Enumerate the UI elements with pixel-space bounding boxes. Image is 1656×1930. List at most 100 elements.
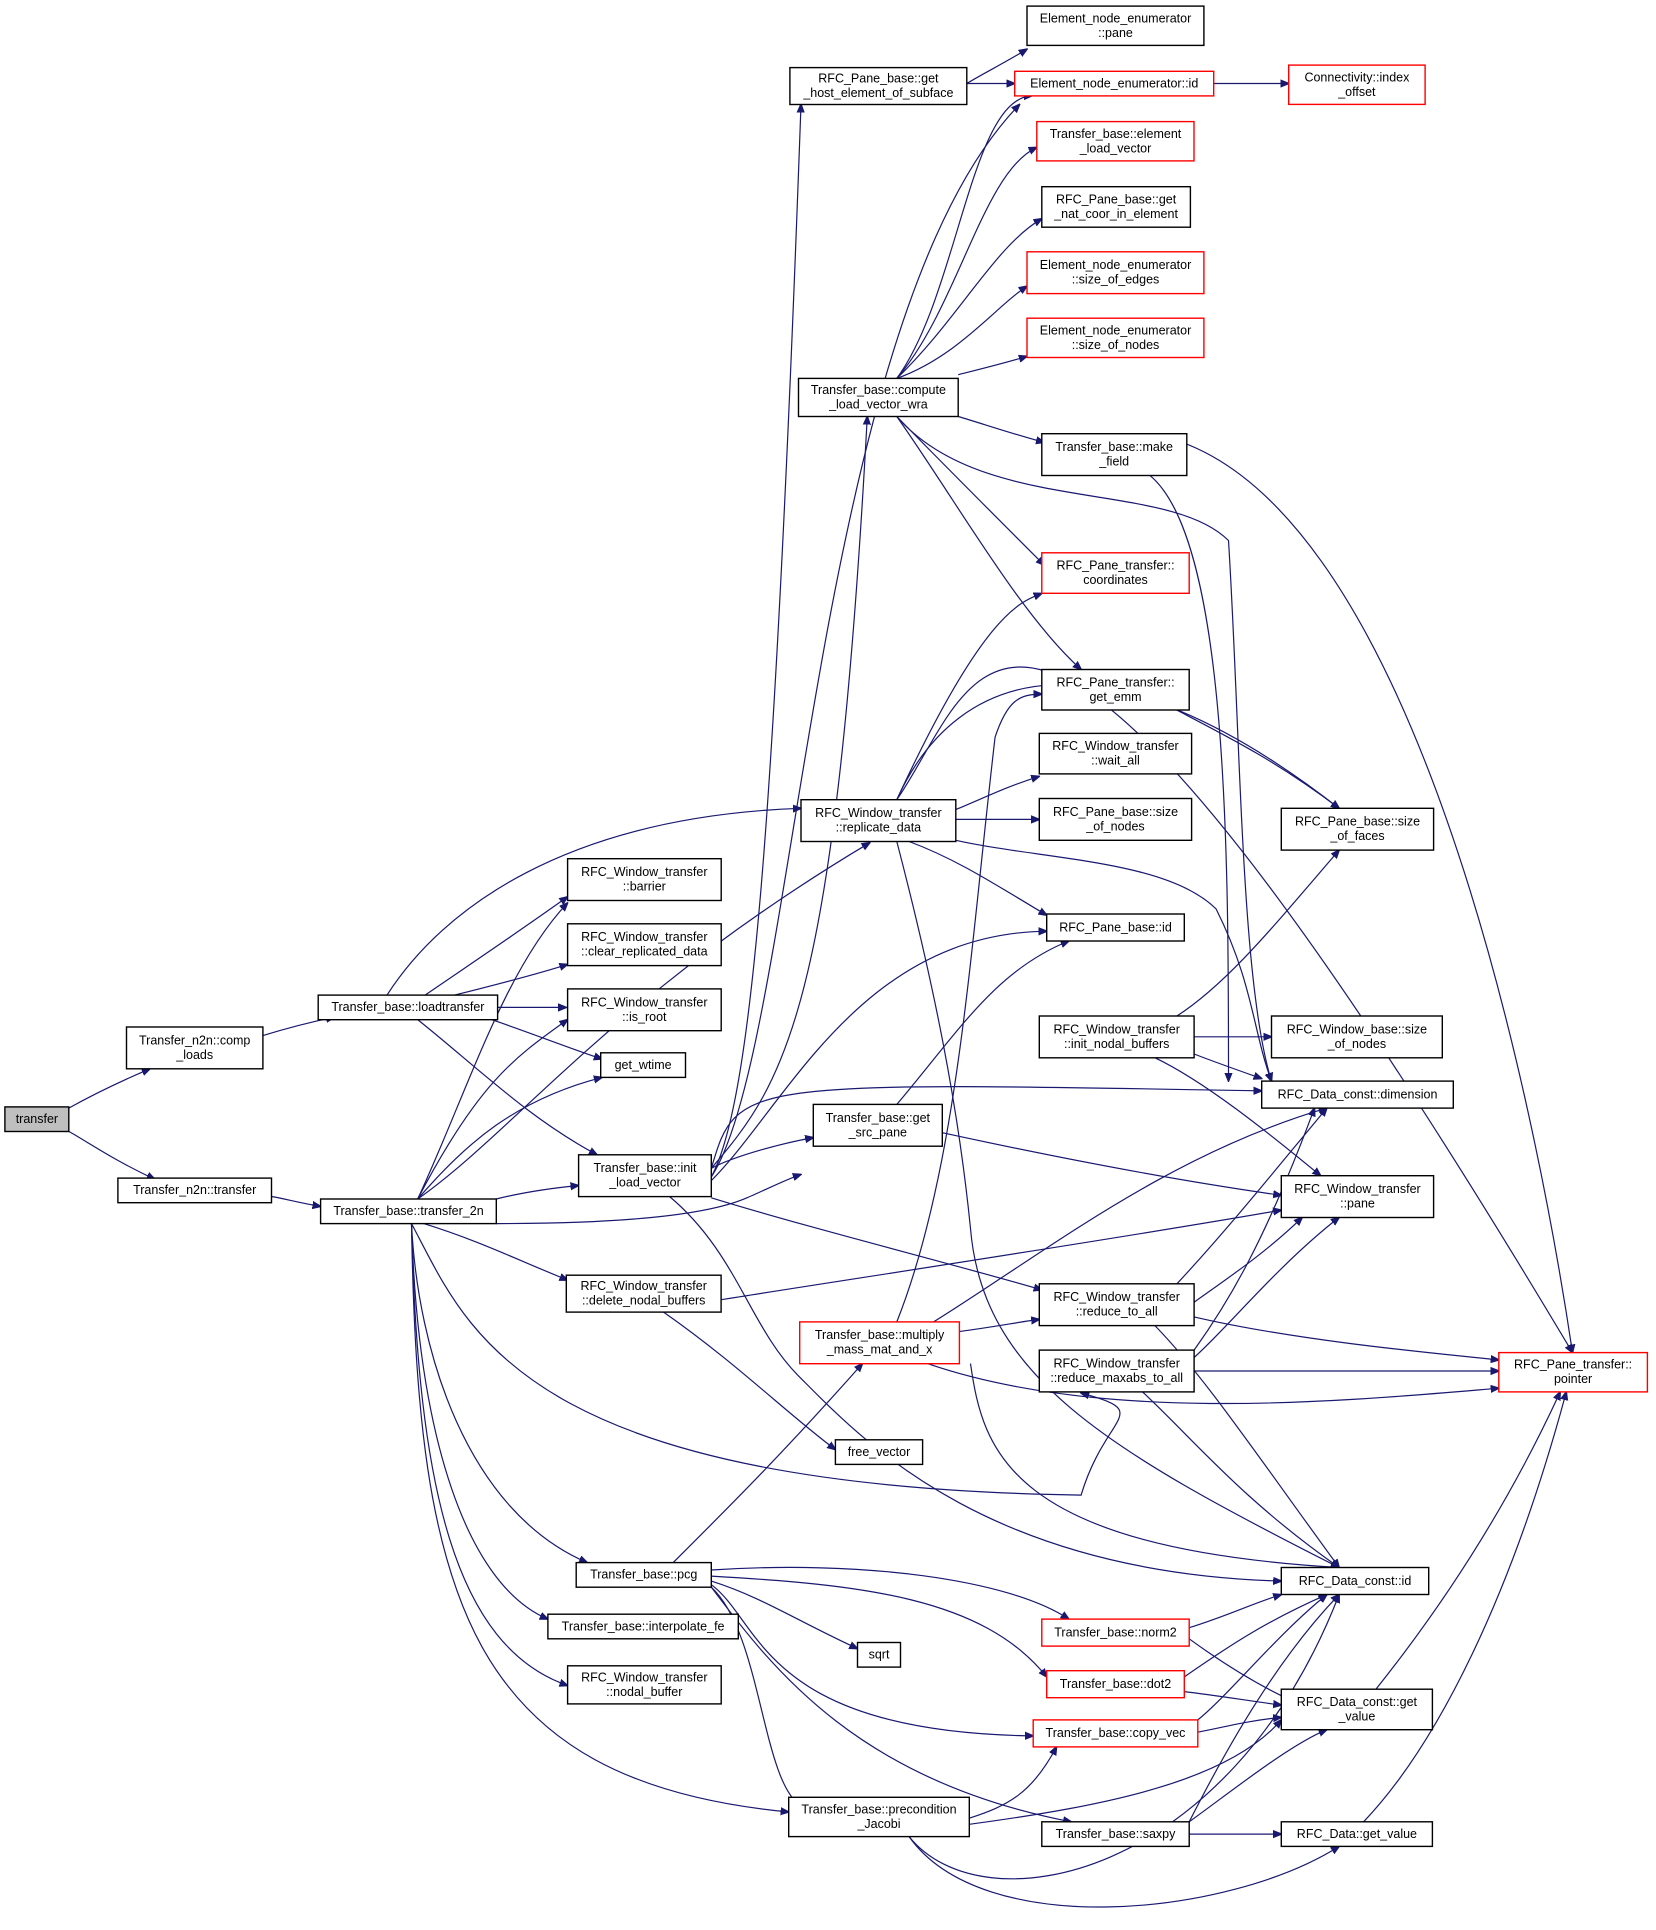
call-edge — [1176, 1108, 1327, 1285]
node-label: Transfer_base::element — [1050, 127, 1182, 141]
node-box — [1026, 5, 1205, 47]
node-compute-load[interactable]: Transfer_base::compute_load_vector_wra — [797, 377, 959, 418]
node-copy-vec[interactable]: Transfer_base::copy_vec — [1032, 1719, 1199, 1748]
call-edge — [672, 1364, 862, 1564]
node-box — [117, 1177, 273, 1204]
node-reduce-to-all[interactable]: RFC_Window_transfer::reduce_to_all — [1038, 1283, 1195, 1327]
node-nat-coor[interactable]: RFC_Pane_base::get_nat_coor_in_element — [1041, 185, 1192, 228]
node-label: sqrt — [869, 1648, 890, 1662]
node-init-nodal-buffers[interactable]: RFC_Window_transfer::init_nodal_buffers — [1038, 1015, 1195, 1059]
node-enum-pane[interactable]: Element_node_enumerator::pane — [1026, 5, 1205, 47]
node-get-emm[interactable]: RFC_Pane_transfer::get_emm — [1041, 668, 1190, 711]
node-make-field[interactable]: Transfer_base::make_field — [1041, 433, 1188, 477]
call-edge — [1149, 474, 1229, 1081]
call-edge — [711, 1566, 1069, 1619]
node-reduce-maxabs[interactable]: RFC_Window_transfer::reduce_maxabs_to_al… — [1038, 1349, 1195, 1393]
node-loadtransfer[interactable]: Transfer_base::loadtransfer — [317, 994, 499, 1021]
node-box — [1036, 120, 1195, 162]
node-multiply-mass[interactable]: Transfer_base::multiply_mass_mat_and_x — [799, 1321, 961, 1365]
node-connectivity-index[interactable]: Connectivity::index_offset — [1287, 64, 1426, 106]
node-init-load-vector[interactable]: Transfer_base::init_load_vector — [577, 1154, 712, 1198]
node-label: RFC_Window_transfer — [815, 806, 941, 820]
node-box — [577, 1154, 712, 1198]
node-interpolate-fe[interactable]: Transfer_base::interpolate_fe — [547, 1613, 740, 1640]
node-box — [1041, 552, 1190, 594]
node-size-of-faces[interactable]: RFC_Pane_base::size_of_faces — [1280, 807, 1435, 851]
node-get-src-pane[interactable]: Transfer_base::get_src_pane — [812, 1103, 943, 1147]
node-box — [1045, 913, 1185, 942]
node-box — [1032, 1719, 1199, 1748]
node-get-wtime[interactable]: get_wtime — [600, 1052, 687, 1079]
call-edge — [896, 96, 1032, 379]
node-label: _mass_mat_and_x — [826, 1343, 933, 1357]
node-pane-transfer-pointer[interactable]: RFC_Pane_transfer::pointer — [1498, 1351, 1649, 1393]
node-window-pane[interactable]: RFC_Window_transfer::pane — [1280, 1174, 1435, 1219]
node-transfer-root[interactable]: transfer — [4, 1106, 70, 1133]
node-pane-base-id[interactable]: RFC_Pane_base::id — [1045, 913, 1185, 942]
call-edge — [710, 417, 867, 1169]
node-box — [565, 1274, 722, 1313]
call-edge — [1149, 433, 1573, 1353]
node-pcg[interactable]: Transfer_base::pcg — [575, 1561, 713, 1588]
node-label: ::reduce_to_all — [1076, 1305, 1158, 1319]
node-data-const-id[interactable]: RFC_Data_const::id — [1280, 1566, 1430, 1596]
node-n2n-comp-loads[interactable]: Transfer_n2n::comp_loads — [125, 1026, 264, 1070]
node-barrier[interactable]: RFC_Window_transfer::barrier — [566, 858, 722, 902]
node-label: ::pane — [1098, 26, 1133, 40]
node-size-of-edges[interactable]: Element_node_enumerator::size_of_edges — [1026, 251, 1205, 295]
node-saxpy[interactable]: Transfer_base::saxpy — [1041, 1821, 1190, 1848]
node-box — [834, 1439, 924, 1466]
call-edge — [663, 1311, 835, 1450]
node-label: Transfer_base::saxpy — [1056, 1827, 1176, 1841]
node-precondition[interactable]: Transfer_base::precondition_Jacobi — [788, 1796, 971, 1838]
node-delete-nodal-buffers[interactable]: RFC_Window_transfer::delete_nodal_buffer… — [565, 1274, 722, 1313]
node-norm2[interactable]: Transfer_base::norm2 — [1041, 1618, 1190, 1647]
call-edge — [1188, 1595, 1339, 1823]
node-label: RFC_Window_transfer — [581, 865, 707, 879]
call-edge — [721, 1210, 1281, 1301]
node-element-load-vector[interactable]: Transfer_base::element_load_vector — [1036, 120, 1195, 162]
node-is-root[interactable]: RFC_Window_transfer::is_root — [566, 988, 722, 1032]
node-dot2[interactable]: Transfer_base::dot2 — [1045, 1669, 1185, 1699]
call-edge — [969, 1747, 1056, 1819]
node-n2n-transfer[interactable]: Transfer_n2n::transfer — [117, 1177, 273, 1204]
call-edge — [958, 415, 1044, 443]
node-label: transfer — [16, 1112, 58, 1126]
call-edge — [271, 1195, 321, 1207]
node-box — [319, 1198, 498, 1225]
node-box — [799, 1321, 961, 1365]
node-box — [1026, 317, 1205, 359]
node-label: _field — [1098, 455, 1129, 469]
call-edge — [710, 1586, 1071, 1822]
node-sqrt[interactable]: sqrt — [856, 1641, 902, 1668]
node-data-const-dimension[interactable]: RFC_Data_const::dimension — [1260, 1080, 1454, 1109]
node-transfer-2n[interactable]: Transfer_base::transfer_2n — [319, 1198, 498, 1225]
call-edge — [710, 1584, 1033, 1736]
node-pane-size-of-nodes[interactable]: RFC_Pane_base::size_of_nodes — [1038, 797, 1193, 841]
node-data-const-get-value[interactable]: RFC_Data_const::get_value — [1280, 1688, 1434, 1731]
call-edge — [955, 776, 1040, 811]
node-replicate-data[interactable]: RFC_Window_transfer::replicate_data — [800, 799, 957, 843]
call-edge — [1197, 1717, 1282, 1733]
node-enum-size-of-nodes[interactable]: Element_node_enumerator::size_of_nodes — [1026, 317, 1205, 359]
node-nodal-buffer[interactable]: RFC_Window_transfer::nodal_buffer — [566, 1665, 722, 1705]
node-box — [575, 1561, 713, 1588]
node-label: Transfer_base::multiply — [815, 1328, 945, 1342]
node-label: RFC_Pane_base::id — [1059, 920, 1172, 934]
node-window-base-size[interactable]: RFC_Window_base::size_of_nodes — [1270, 1015, 1444, 1059]
node-wait-all[interactable]: RFC_Window_transfer::wait_all — [1038, 732, 1193, 775]
node-host-element[interactable]: RFC_Pane_base::get_host_element_of_subfa… — [789, 66, 968, 106]
node-enum-id[interactable]: Element_node_enumerator::id — [1014, 70, 1215, 97]
call-edge — [896, 416, 1081, 670]
node-label: ::size_of_edges — [1072, 273, 1160, 287]
node-label: Transfer_base::get — [826, 1111, 931, 1125]
node-box — [1041, 668, 1190, 711]
call-edge — [68, 1069, 150, 1109]
call-edge — [1154, 1325, 1339, 1568]
node-free-vector[interactable]: free_vector — [834, 1439, 924, 1466]
node-coordinates[interactable]: RFC_Pane_transfer::coordinates — [1041, 552, 1190, 594]
call-edge — [496, 1186, 578, 1200]
node-data-get-value[interactable]: RFC_Data::get_value — [1280, 1821, 1434, 1848]
node-box — [1280, 1821, 1434, 1848]
node-clear-replicated[interactable]: RFC_Window_transfer::clear_replicated_da… — [566, 923, 722, 967]
